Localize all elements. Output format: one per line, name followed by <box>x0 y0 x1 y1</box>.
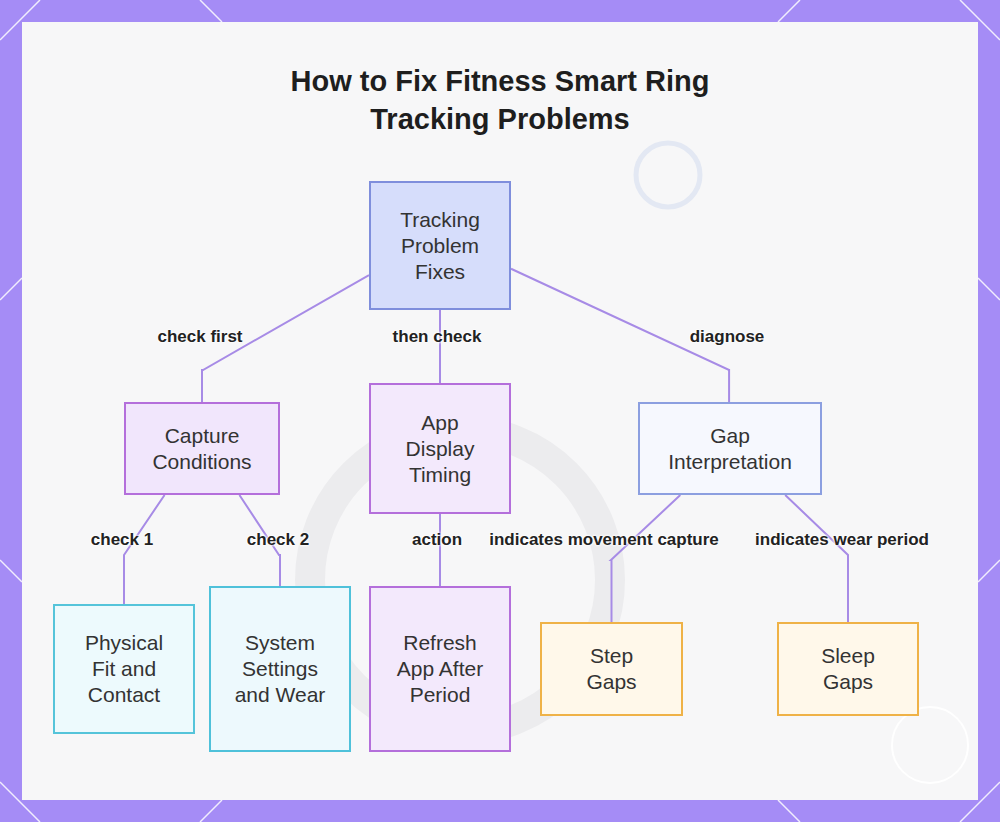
process-box: Tracking Problem Fixes <box>369 181 511 310</box>
node-label: Gap Interpretation <box>655 423 805 475</box>
connector-line <box>611 495 680 622</box>
faded-sync-icon <box>636 143 700 207</box>
node-label: Capture Conditions <box>142 423 262 475</box>
node-label: Sleep Gaps <box>808 643 888 695</box>
process-box: Physical Fit and Contact <box>53 604 195 734</box>
process-box: Gap Interpretation <box>638 402 822 495</box>
node-label: App Display Timing <box>390 410 490 488</box>
edge-label: action <box>412 530 462 550</box>
faded-corner-icon <box>892 707 968 783</box>
process-box: Step Gaps <box>540 622 683 716</box>
edge-label: check 1 <box>91 530 153 550</box>
process-box: App Display Timing <box>369 383 511 514</box>
edge-label: check 2 <box>247 530 309 550</box>
edge-label: indicates wear period <box>755 530 929 550</box>
node-label: Tracking Problem Fixes <box>385 207 495 285</box>
node-label: Step Gaps <box>572 643 652 695</box>
edge-label: check first <box>157 327 242 347</box>
connector-line <box>439 514 441 586</box>
process-box: Refresh App After Period <box>369 586 511 752</box>
connector-line <box>439 310 441 383</box>
node-label: Refresh App After Period <box>390 630 490 708</box>
edge-label: diagnose <box>690 327 765 347</box>
diagram-title: How to Fix Fitness Smart Ring Tracking P… <box>250 62 750 138</box>
connector-line <box>124 495 165 604</box>
edge-label: indicates movement capture <box>489 530 719 550</box>
node-label: Physical Fit and Contact <box>74 630 174 708</box>
process-box: Sleep Gaps <box>777 622 919 716</box>
node-label: System Settings and Wear <box>225 630 335 708</box>
white-panel <box>22 22 978 800</box>
connector-line <box>785 495 848 622</box>
process-box: System Settings and Wear <box>209 586 351 752</box>
process-box: Capture Conditions <box>124 402 280 495</box>
edge-label: then check <box>393 327 482 347</box>
